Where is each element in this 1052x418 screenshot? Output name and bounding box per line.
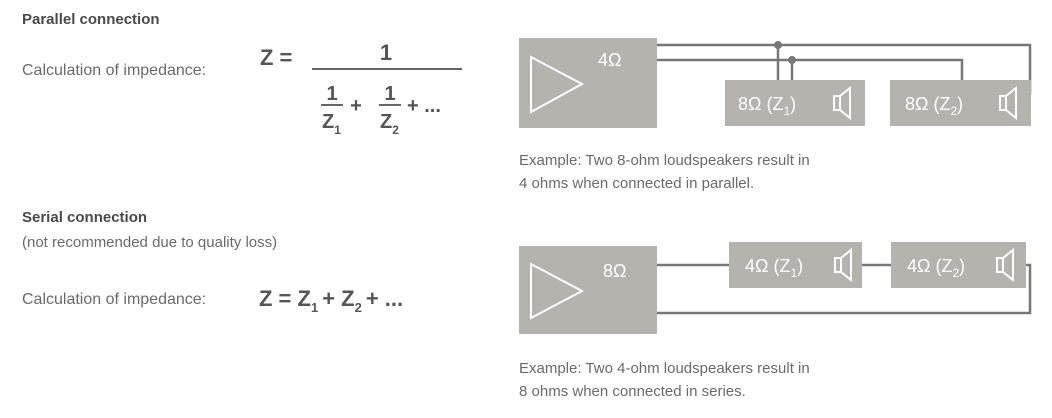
svg-text:Z2: Z2 <box>380 111 399 137</box>
serial-speaker-1-subscript: 1 <box>790 266 797 280</box>
amplifier-triangle-icon <box>530 55 585 114</box>
serial-speaker-1-label: 4Ω (Z <box>745 256 790 276</box>
parallel-junction2 <box>788 56 796 64</box>
svg-text:Z1: Z1 <box>322 111 341 137</box>
parallel-term2-numerator: 1 <box>384 83 395 105</box>
serial-calc-label: Calculation of impedance: <box>22 291 206 308</box>
parallel-formula-lhs: Z = <box>260 45 292 70</box>
parallel-speaker-2-subscript: 2 <box>950 104 957 118</box>
parallel-term1-denominator: Z <box>322 111 334 133</box>
parallel-calc-label: Calculation of impedance: <box>22 62 206 79</box>
serial-amplifier: 8Ω <box>519 246 657 334</box>
parallel-speaker-1-subscript: 1 <box>783 104 790 118</box>
parallel-formula-numerator: 1 <box>380 40 392 65</box>
parallel-speaker-2: 8Ω (Z2) <box>890 80 1031 126</box>
parallel-caption-line1: Example: Two 8-ohm loudspeakers result i… <box>519 152 810 169</box>
parallel-amplifier-box <box>519 38 657 128</box>
svg-text:4Ω (Z1): 4Ω (Z1) <box>745 256 803 280</box>
parallel-speaker-1-box <box>725 80 865 126</box>
serial-speaker-2: 4Ω (Z2) <box>891 242 1026 288</box>
parallel-speaker-1-label: 8Ω (Z <box>738 94 783 114</box>
parallel-junction1 <box>774 41 782 49</box>
amplifier-triangle-icon <box>530 262 585 320</box>
speaker-icon <box>833 85 851 121</box>
parallel-formula-plus: + <box>350 95 362 117</box>
parallel-amplifier: 4Ω <box>519 38 657 128</box>
serial-speaker-2-label: 4Ω (Z <box>907 256 952 276</box>
parallel-heading: Parallel connection <box>22 11 160 28</box>
parallel-term1-subscript: 1 <box>334 123 341 137</box>
serial-caption-line2: 8 ohms when connected in series. <box>519 383 746 400</box>
serial-formula-ellipsis: + ... <box>366 286 403 311</box>
serial-amplifier-impedance: 8Ω <box>603 261 626 281</box>
parallel-term1-numerator: 1 <box>326 83 337 105</box>
parallel-speaker-1: 8Ω (Z1) <box>725 80 865 126</box>
parallel-term2-denominator: Z <box>380 111 392 133</box>
speaker-icon <box>834 247 852 283</box>
svg-text:8Ω (Z2): 8Ω (Z2) <box>905 94 963 118</box>
serial-wire-return <box>656 263 1032 315</box>
serial-speaker-2-subscript: 2 <box>952 266 959 280</box>
speaker-icon <box>996 247 1014 283</box>
serial-caption-line1: Example: Two 4-ohm loudspeakers result i… <box>519 360 810 377</box>
serial-subheading: (not recommended due to quality loss) <box>22 234 277 251</box>
serial-speaker-1: 4Ω (Z1) <box>729 242 862 288</box>
serial-speaker-2-close: ) <box>959 256 965 276</box>
speaker-icon <box>999 85 1017 121</box>
parallel-amplifier-impedance: 4Ω <box>598 50 621 70</box>
parallel-formula: Z = 1 1 Z1 + 1 Z2 + ... <box>260 40 462 137</box>
serial-speaker-1-close: ) <box>797 256 803 276</box>
serial-heading: Serial connection <box>22 209 147 226</box>
parallel-speaker-2-close: ) <box>957 94 963 114</box>
serial-amplifier-box <box>519 246 657 334</box>
serial-formula: Z = Z1 + Z2 + ... <box>259 286 403 315</box>
parallel-speaker-1-close: ) <box>790 94 796 114</box>
parallel-speaker-2-label: 8Ω (Z <box>905 94 950 114</box>
svg-text:4Ω (Z2): 4Ω (Z2) <box>907 256 965 280</box>
parallel-speaker-2-box <box>890 80 1031 126</box>
serial-wiring <box>656 263 1032 315</box>
parallel-term2-subscript: 2 <box>392 123 399 137</box>
serial-formula-sub1: 1 <box>311 300 318 315</box>
serial-formula-plus: + Z <box>322 286 354 311</box>
serial-formula-sub2: 2 <box>355 300 362 315</box>
parallel-formula-ellipsis: + ... <box>407 95 441 117</box>
parallel-caption-line2: 4 ohms when connected in parallel. <box>519 175 754 192</box>
serial-speaker-1-box <box>729 242 862 288</box>
svg-text:8Ω (Z1): 8Ω (Z1) <box>738 94 796 118</box>
serial-formula-lhs: Z = Z <box>259 286 311 311</box>
